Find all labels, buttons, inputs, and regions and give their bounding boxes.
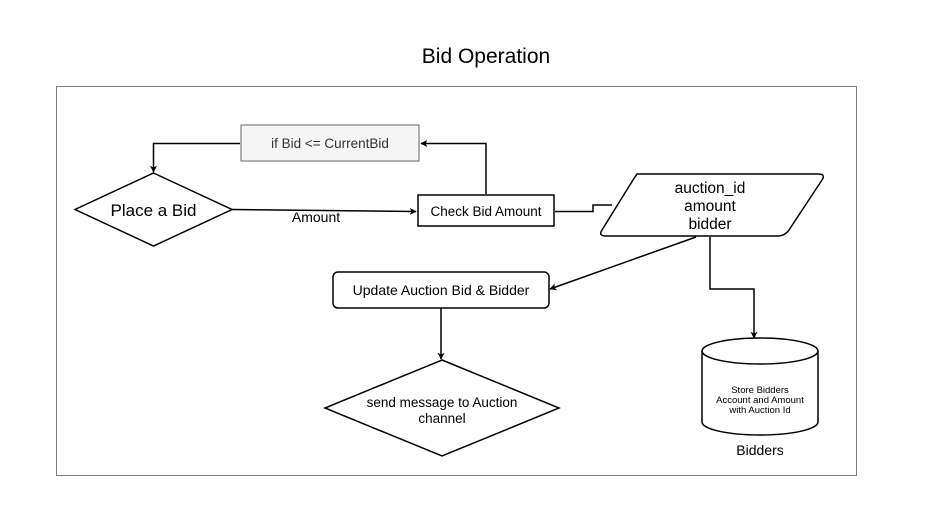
data-field-auction-id: auction_id [675,180,746,197]
send-message-line-1: send message to Auction [367,395,518,410]
edge-condition-to-place-bid [150,142,240,173]
diagram-frame [56,86,857,476]
bid-data-parallelogram[interactable]: auction_id amount bidder [599,173,825,237]
send-message-decision[interactable]: send message to Auction channel [323,359,561,457]
edge-check-to-condition [420,140,487,194]
send-message-line-2: channel [418,411,465,426]
db-caption-bidders: Bidders [736,442,783,458]
bidders-database[interactable]: Store Bidders Account and Amount with Au… [701,337,819,458]
update-auction-box[interactable]: Update Auction Bid & Bidder [332,271,550,309]
db-text-line-3: with Auction Id [728,405,790,416]
edge-place-bid-to-check [231,207,417,215]
data-field-amount: amount [684,198,736,215]
condition-box[interactable]: if Bid <= CurrentBid [240,124,420,162]
edge-data-to-db [709,237,758,339]
diagram-title: Bid Operation [422,45,550,68]
edge-check-to-data [555,204,612,213]
edge-label-amount: Amount [292,209,340,225]
data-field-bidder: bidder [688,216,731,233]
condition-label: if Bid <= CurrentBid [271,136,389,151]
update-auction-label: Update Auction Bid & Bidder [353,282,530,298]
check-bid-amount-box[interactable]: Check Bid Amount [417,194,555,227]
place-bid-label: Place a Bid [111,201,197,220]
db-text-line-2: Account and Amount [716,395,804,406]
edge-data-to-update [549,236,697,291]
place-bid-decision[interactable]: Place a Bid [73,172,234,247]
db-text-line-1: Store Bidders [731,385,789,396]
check-bid-amount-label: Check Bid Amount [430,204,541,219]
